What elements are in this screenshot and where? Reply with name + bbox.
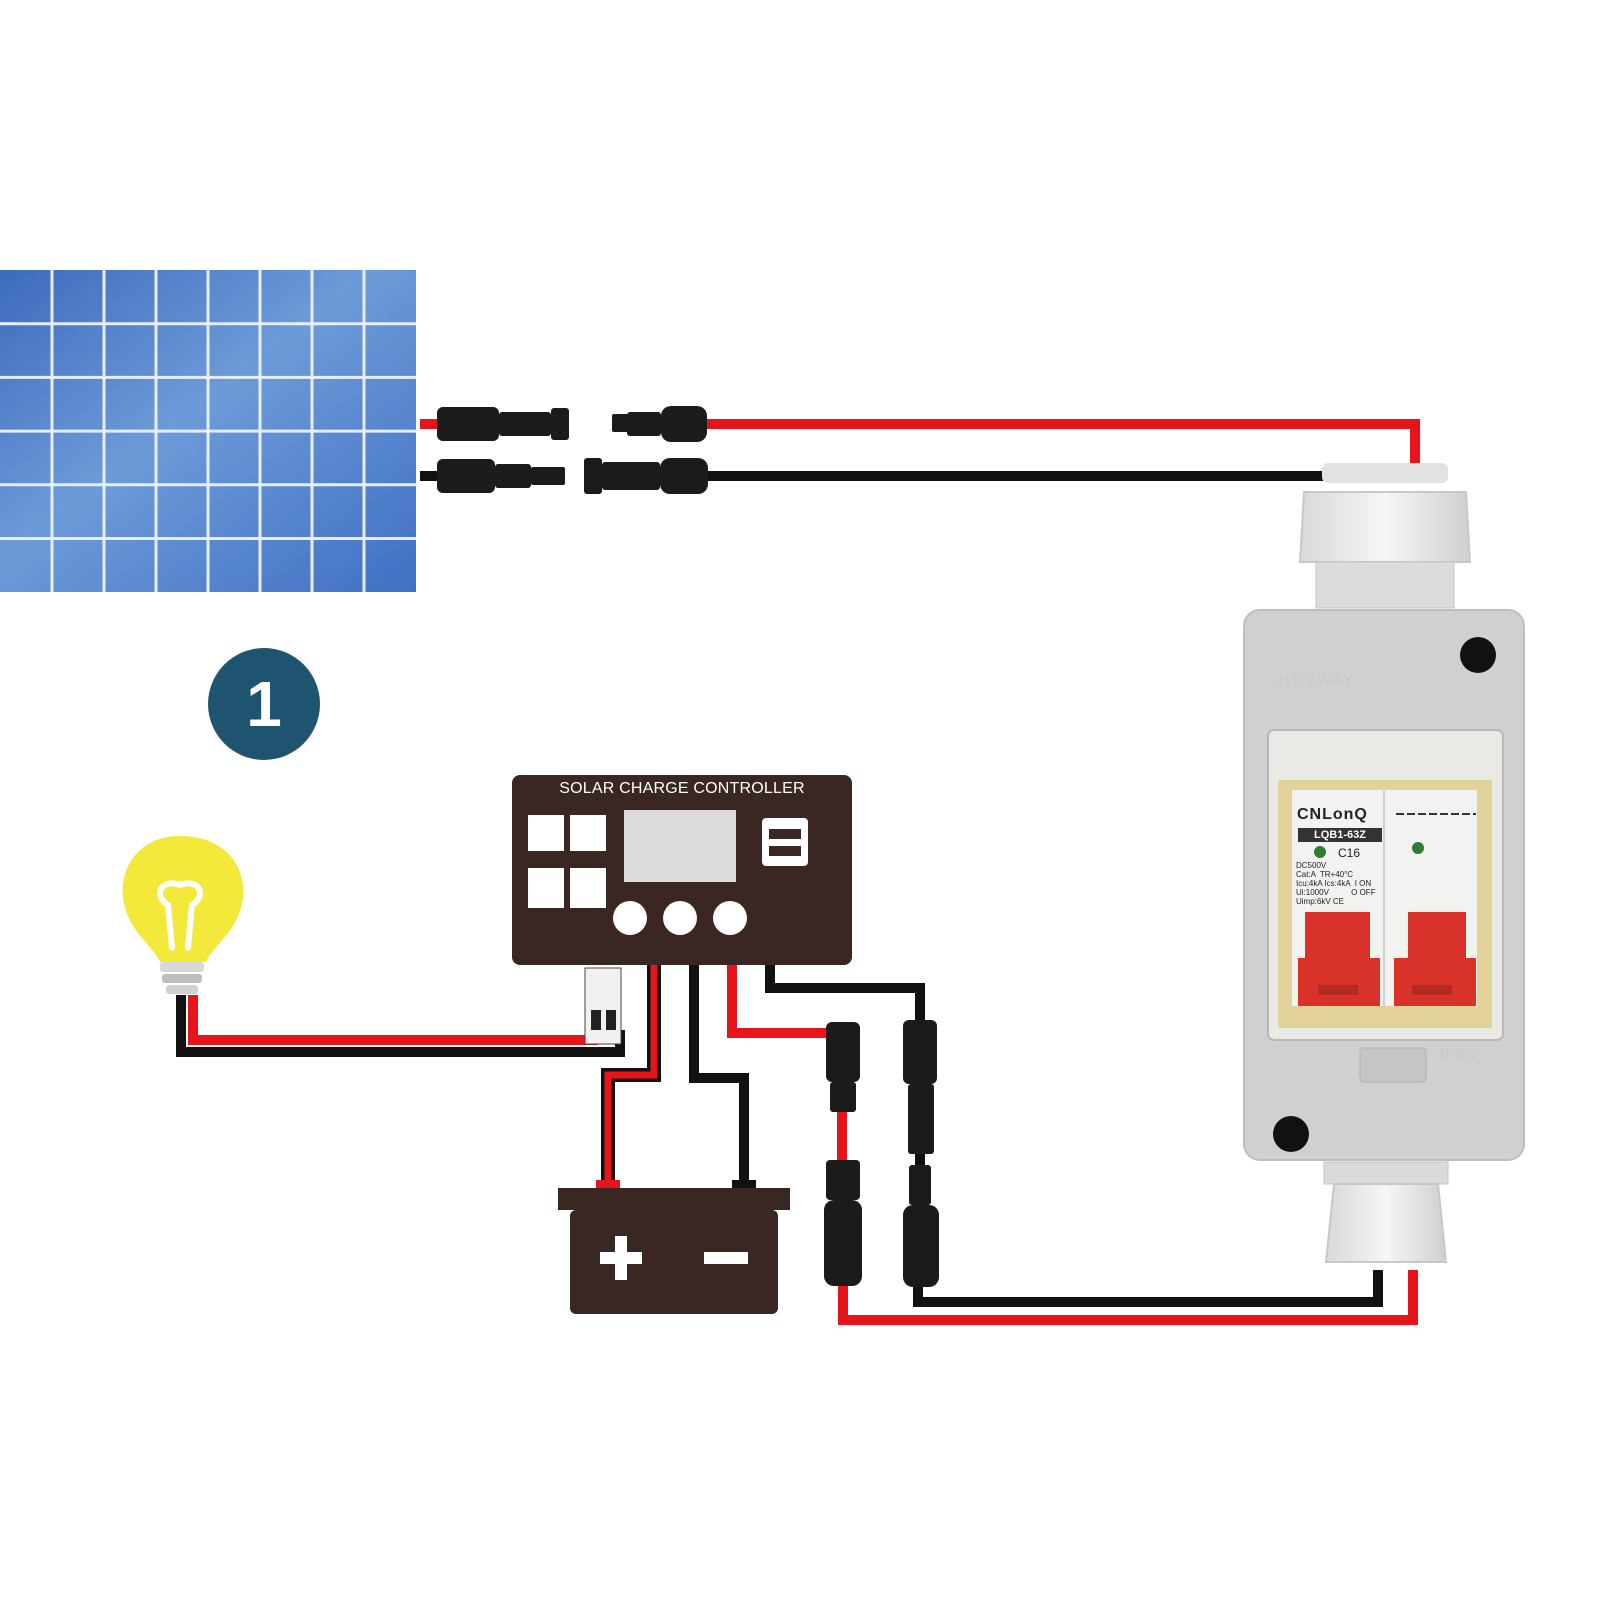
breaker-specs: DC500V Cat:A TR+40°C Icu:4kA Ics:4kA I O…	[1296, 861, 1376, 906]
breaker-negative-out	[913, 1270, 1383, 1307]
solar-panel-icon	[0, 270, 416, 592]
ctrl-pv-positive	[727, 965, 847, 1046]
ctrl-pv-negative	[765, 965, 925, 1030]
mc4-connector-vertical-icon	[824, 1020, 939, 1287]
load-positive	[188, 995, 598, 1045]
enclosure-embossed-label: HT-2WAY	[1278, 672, 1355, 689]
mc4-connector-icon	[437, 406, 708, 494]
battery-minus-icon	[704, 1252, 748, 1264]
ctrl-battery-negative	[689, 965, 749, 1185]
breaker-rating: C16	[1338, 846, 1361, 860]
breaker-brand: CNLonQ	[1297, 806, 1368, 823]
breaker-handle	[1394, 912, 1476, 1006]
breaker-handle	[1298, 912, 1380, 1006]
step-number-badge: 1	[208, 648, 320, 760]
charge-controller-icon	[512, 775, 852, 1045]
usb-port-icon	[762, 818, 808, 866]
panel-positive-wire-out	[706, 419, 1420, 474]
controller-button	[663, 901, 697, 935]
ctrl-battery-positive-red	[604, 965, 658, 1185]
controller-display	[624, 810, 736, 882]
controller-title: SOLAR CHARGE CONTROLLER	[559, 780, 805, 797]
light-bulb-icon	[122, 836, 244, 994]
mounting-hole	[1273, 1116, 1309, 1152]
breaker-model: LQB1-63Z	[1298, 828, 1382, 842]
breaker-box-icon	[1243, 463, 1525, 1263]
mounting-hole	[1460, 637, 1496, 673]
battery-icon	[558, 1180, 790, 1314]
mini-breaker-icon	[584, 967, 622, 1045]
controller-button	[613, 901, 647, 935]
controller-button	[713, 901, 747, 935]
breaker-positive-out	[838, 1270, 1418, 1325]
enclosure-ip-rating: IP65	[1440, 1046, 1475, 1063]
